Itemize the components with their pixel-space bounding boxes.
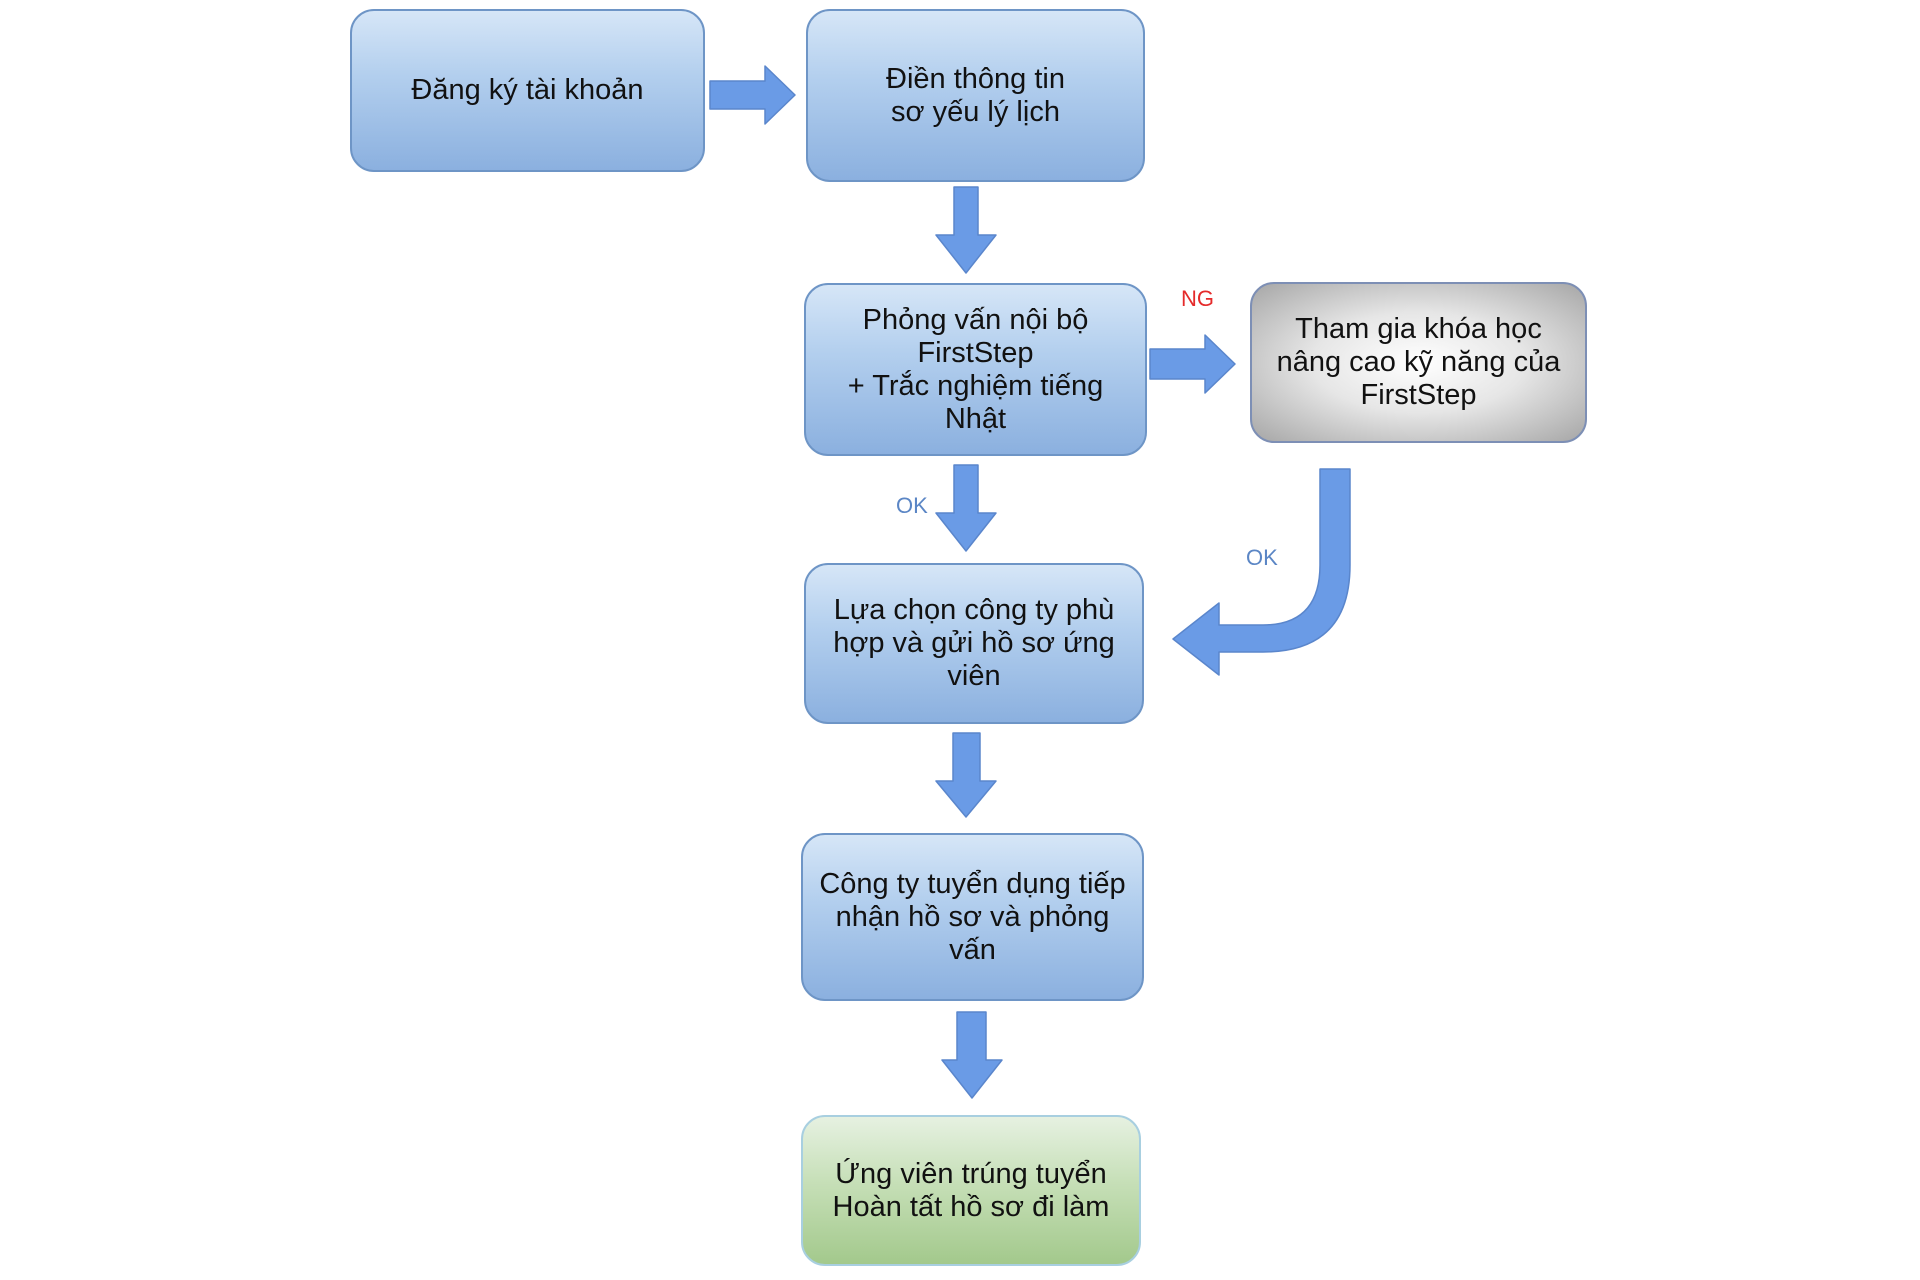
step-interview: Phỏng vấn nội bộ FirstStep + Trắc nghiệm… [804,283,1147,456]
step-select-company: Lựa chọn công ty phù hợp và gửi hồ sơ ứn… [804,563,1144,724]
arrow-down-info-to-interview [935,186,997,274]
arrow-down-company-to-interview [935,732,997,818]
step-fill-info: Điền thông tin sơ yếu lý lịch [806,9,1145,182]
step-company-interview: Công ty tuyển dụng tiếp nhận hồ sơ và ph… [801,833,1144,1001]
step-course: Tham gia khóa học nâng cao kỹ năng của F… [1250,282,1587,443]
ng-label: NG [1181,286,1214,311]
step-select-company-label: Lựa chọn công ty phù hợp và gửi hồ sơ ứn… [833,594,1115,692]
ok-label-side: OK [1246,545,1278,570]
step-fill-info-label: Điền thông tin sơ yếu lý lịch [886,62,1065,128]
step-register-label: Đăng ký tài khoản [411,74,644,106]
step-hired: Ứng viên trúng tuyển Hoàn tất hồ sơ đi l… [801,1115,1141,1266]
step-hired-label: Ứng viên trúng tuyển Hoàn tất hồ sơ đi l… [832,1157,1110,1223]
step-course-label: Tham gia khóa học nâng cao kỹ năng của F… [1276,313,1561,411]
step-company-interview-label: Công ty tuyển dụng tiếp nhận hồ sơ và ph… [819,867,1126,966]
arrow-right-interview-to-course [1149,334,1236,394]
step-register: Đăng ký tài khoản [350,9,705,172]
step-interview-label: Phỏng vấn nội bộ FirstStep + Trắc nghiệm… [847,303,1104,435]
arrow-down-interview-to-company [935,464,997,552]
arrow-curved-course-to-company [1172,468,1351,676]
arrow-right-register-to-info [709,65,796,125]
ok-label-main: OK [896,493,928,518]
arrow-down-interview-to-hired [941,1011,1003,1099]
